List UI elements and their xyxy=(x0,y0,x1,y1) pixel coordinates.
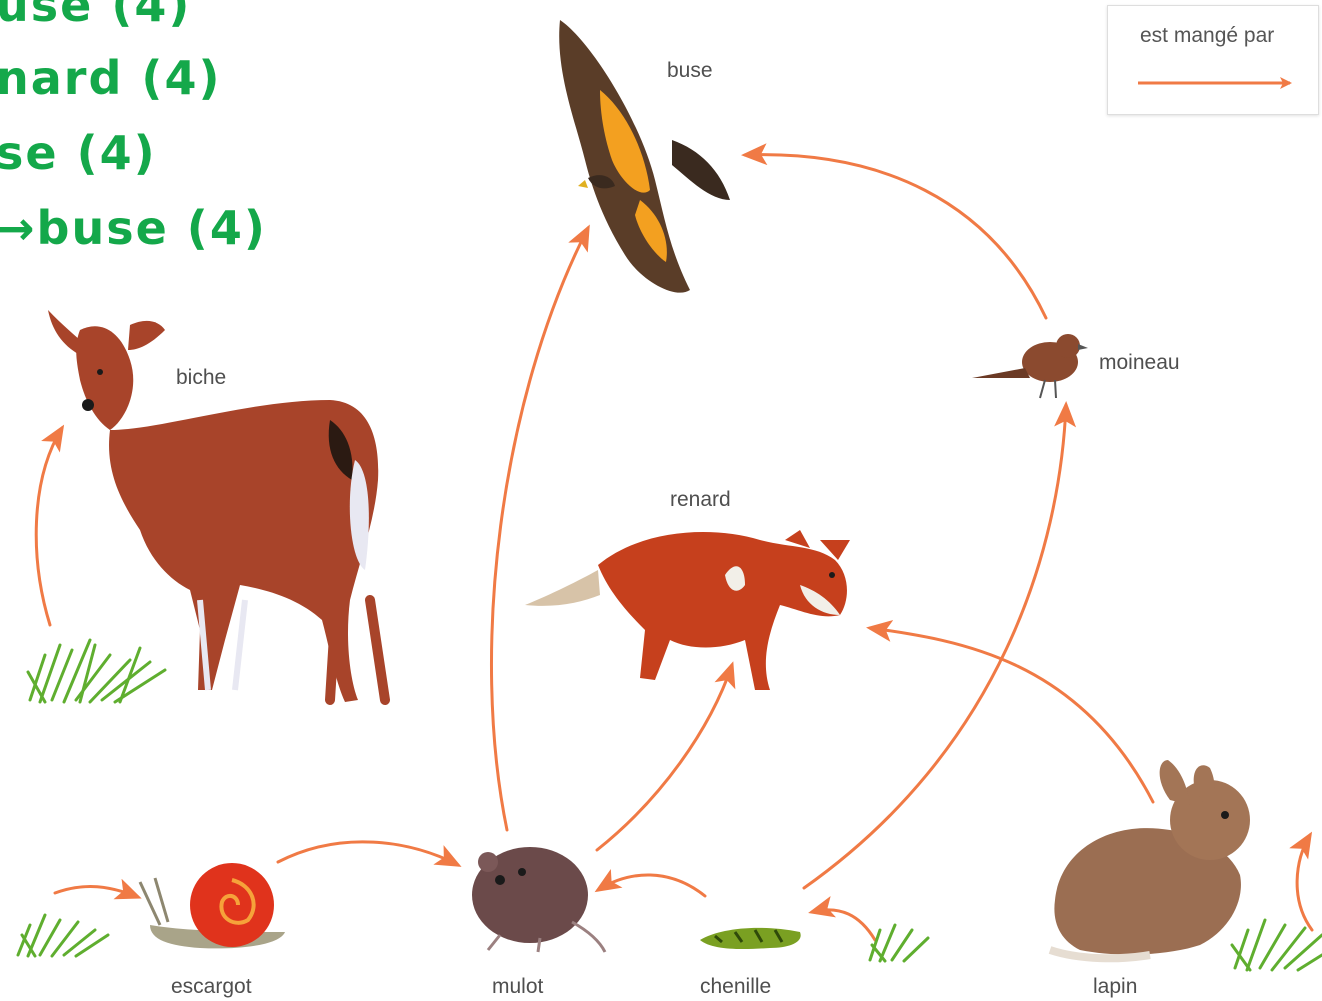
label-renard: renard xyxy=(670,488,731,512)
label-buse: buse xyxy=(667,59,713,83)
label-escargot: escargot xyxy=(171,975,252,999)
label-moineau: moineau xyxy=(1099,351,1180,375)
lapin-icon xyxy=(1050,760,1250,958)
label-biche: biche xyxy=(176,366,226,390)
renard-icon xyxy=(525,530,850,690)
label-mulot: mulot xyxy=(492,975,543,999)
chenille-icon xyxy=(700,928,801,949)
label-lapin: lapin xyxy=(1093,975,1137,999)
mulot-icon xyxy=(472,847,605,952)
label-chenille: chenille xyxy=(700,975,771,999)
moineau-icon xyxy=(972,334,1088,398)
escargot-icon xyxy=(140,863,285,948)
